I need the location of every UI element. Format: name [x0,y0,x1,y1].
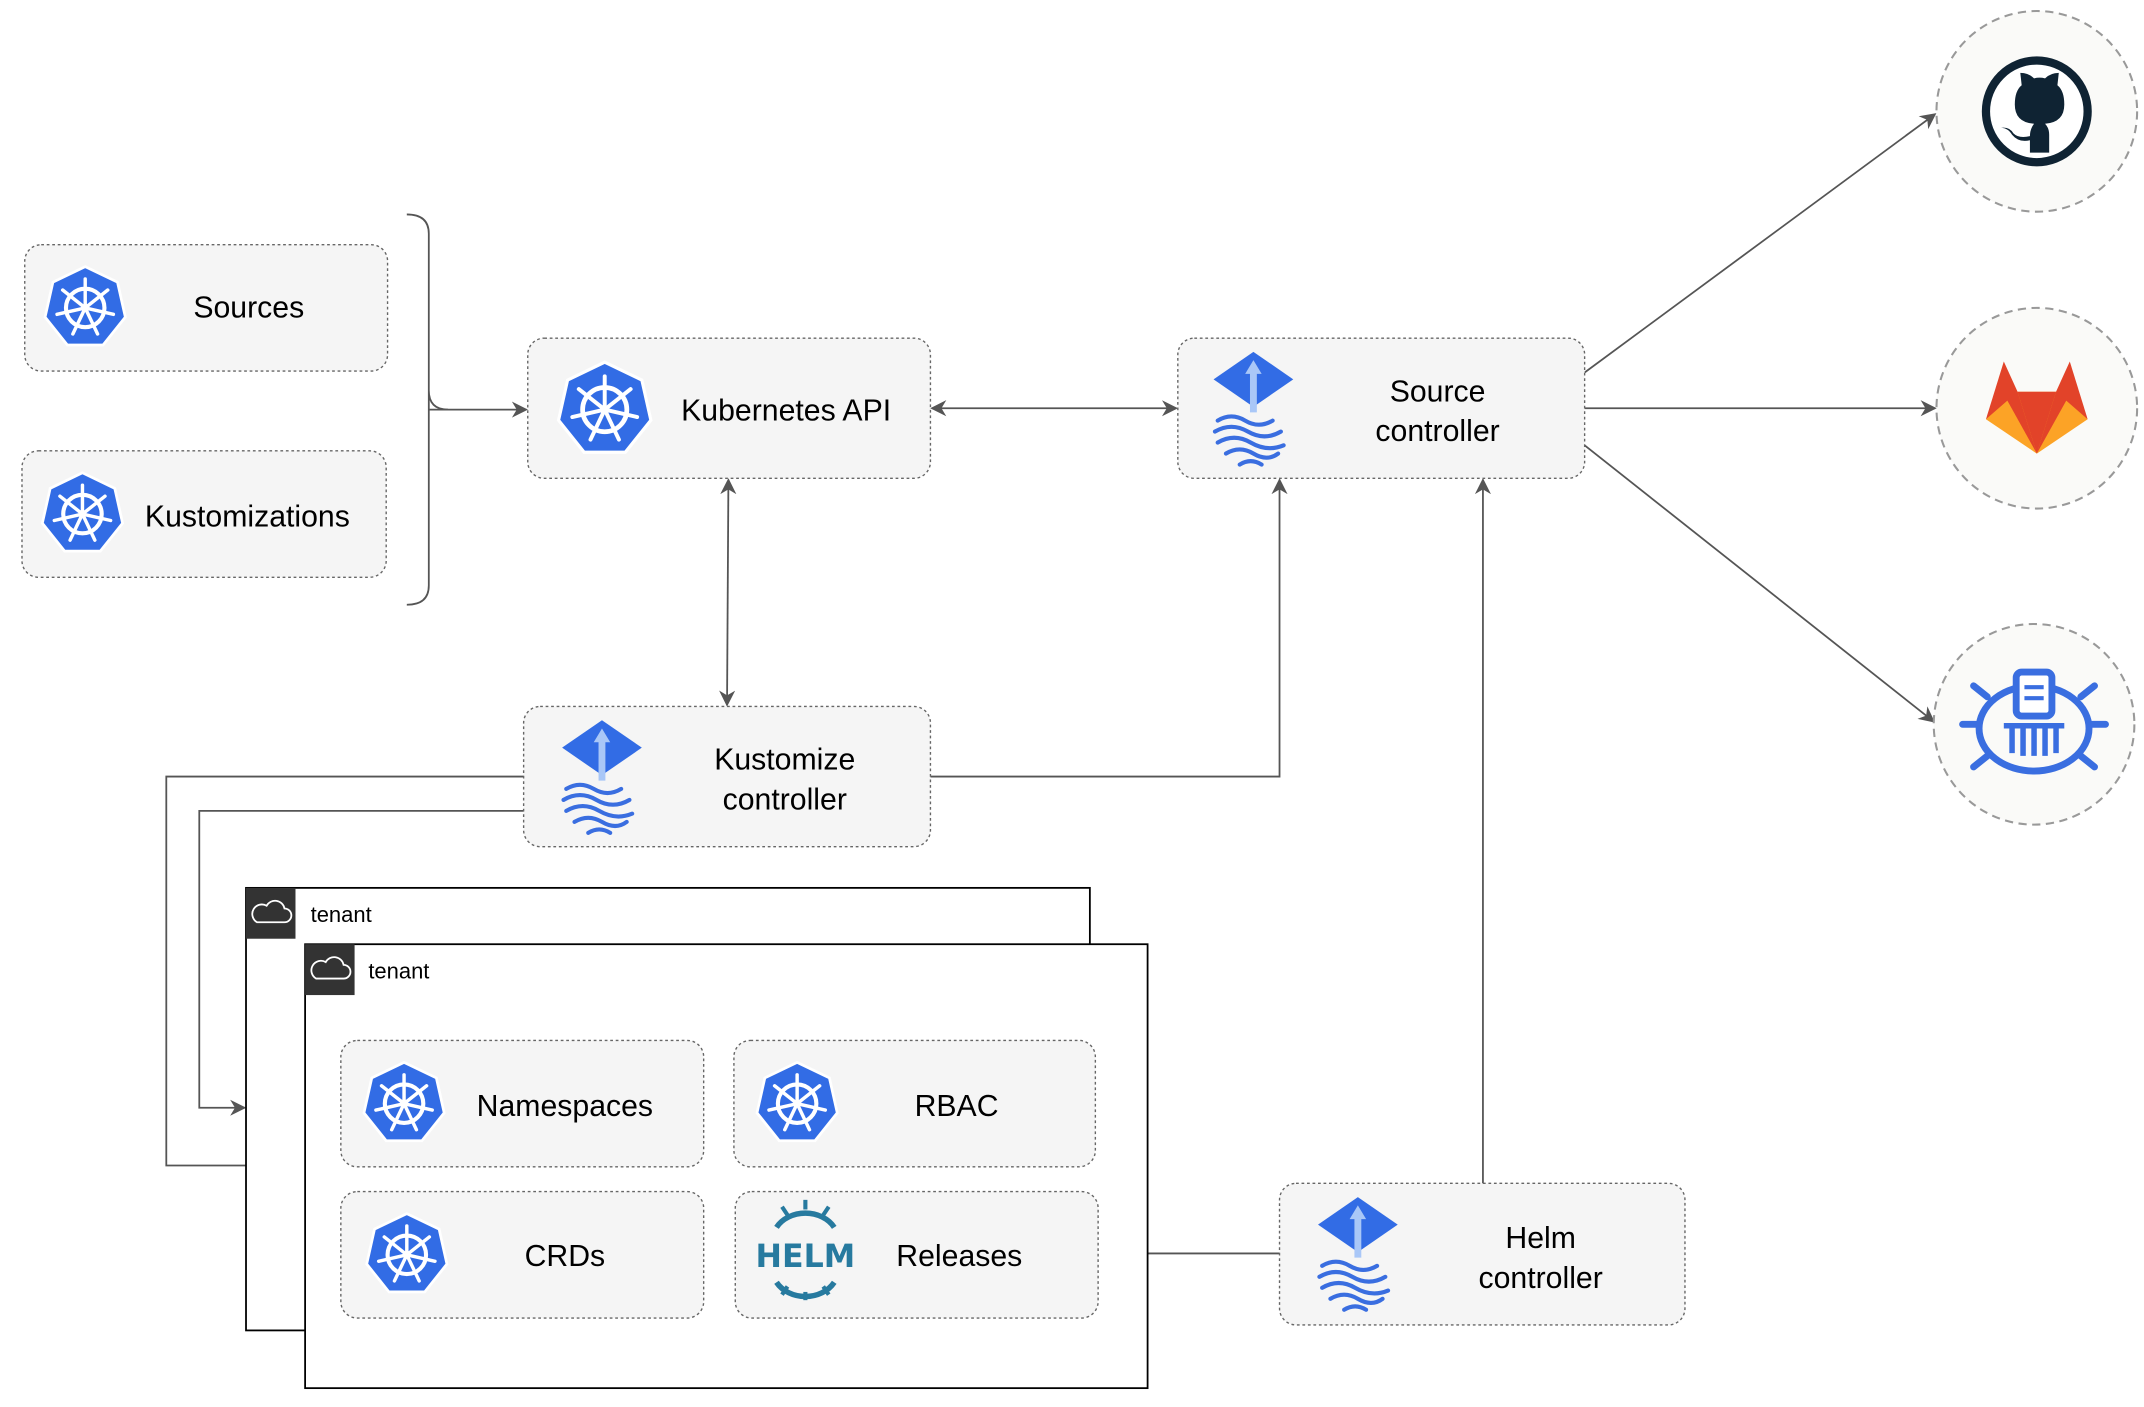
sources-label: Sources [193,292,304,325]
kustomizations-label: Kustomizations [145,500,350,533]
helm-controller-label: Helm [1505,1222,1576,1255]
releases-label: Releases [896,1240,1022,1273]
node-kustomizations[interactable]: Kustomizations [21,450,387,578]
edge-kustomize-tenant-back [198,810,524,1116]
helm-icon: HELM [756,1199,856,1301]
helm-controller-label: controller [1479,1262,1603,1295]
node-rbac[interactable]: RBAC [733,1039,1097,1168]
node-kubernetes-api[interactable]: Kubernetes API [527,337,932,479]
source-controller-label: controller [1375,415,1499,448]
edge-brace [406,213,449,606]
tenant-label: tenant [368,959,429,984]
kubernetes-api-label: Kubernetes API [681,395,891,428]
namespaces-label: Namespaces [477,1090,653,1123]
tenant-label: tenant [311,902,372,927]
edge-source-github [1584,113,1937,374]
rbac-label: RBAC [915,1090,999,1123]
edge-kustomize-tenant-front [165,775,524,1174]
node-kustomize-controller[interactable]: Kustomize controller [522,705,932,848]
source-controller-label: Source [1390,375,1486,408]
external-bucket[interactable] [1932,622,2136,826]
external-gitlab[interactable] [1935,306,2139,510]
cloud-icon [310,956,352,980]
kustomize-controller-label: controller [723,784,847,817]
svg-text:HELM: HELM [756,1239,856,1275]
node-namespaces[interactable]: Namespaces [340,1039,705,1168]
node-releases[interactable]: HELM Releases [734,1190,1099,1319]
node-helm-controller[interactable]: Helm controller [1278,1182,1686,1326]
cloud-icon [251,899,293,924]
bucket-icon [1959,668,2109,775]
node-source-controller[interactable]: Source controller [1177,337,1586,479]
tenant-group-front: tenant Namespaces RBAC CRDs HELM Release… [304,943,1149,1390]
github-icon [1981,56,2092,167]
kustomize-controller-label: Kustomize [714,744,855,777]
node-sources[interactable]: Sources [24,243,389,372]
edge-kustomize-source [930,478,1288,778]
node-crds[interactable]: CRDs [340,1190,705,1319]
crds-label: CRDs [525,1240,606,1273]
edge-api-kustomize [719,478,737,707]
external-github[interactable] [1935,9,2139,213]
gitlab-icon [1985,361,2088,454]
edge-source-bucket [1584,444,1935,723]
